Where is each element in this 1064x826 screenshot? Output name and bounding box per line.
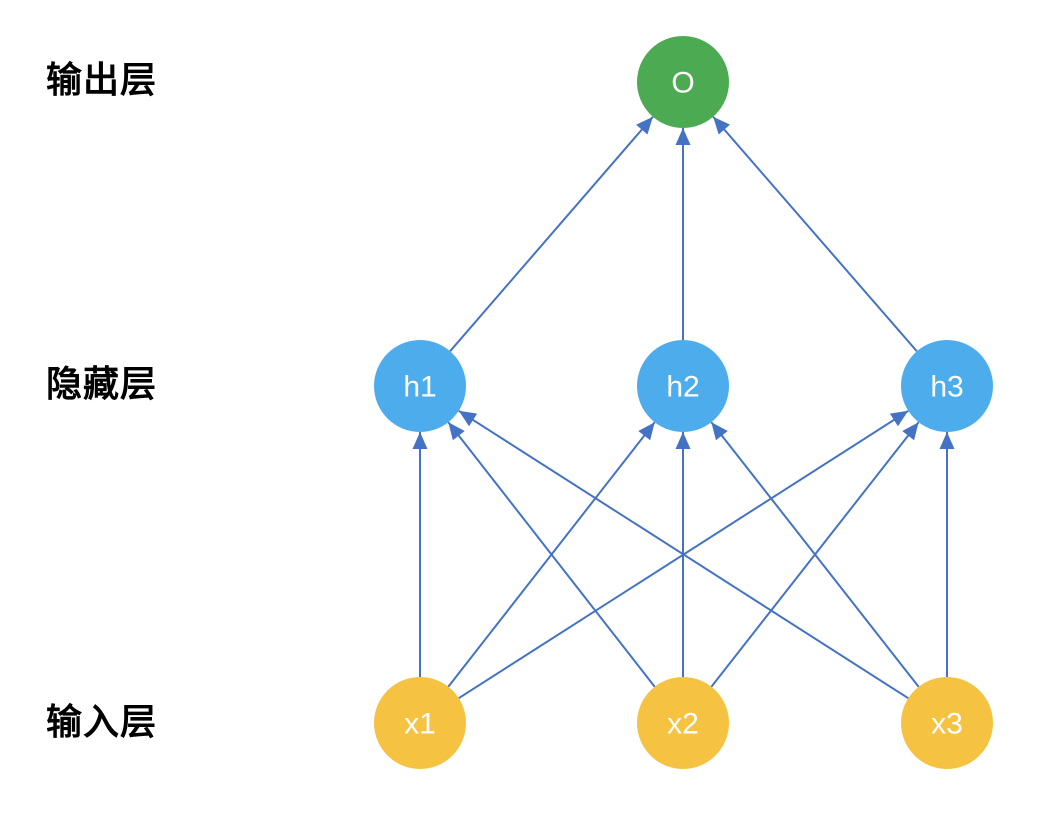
arrowhead-x2-to-h1 <box>448 422 465 441</box>
layer-label-hidden: 隐藏层 <box>46 363 158 404</box>
node-x1[interactable]: x1 <box>374 677 466 769</box>
layer-label-output: 输出层 <box>46 59 158 100</box>
node-label-h2: h2 <box>666 371 699 404</box>
node-circle-x3[interactable] <box>901 677 993 769</box>
arrowhead-h1-to-O <box>636 116 653 135</box>
node-label-x3: x3 <box>931 708 963 741</box>
node-circle-h2[interactable] <box>637 340 729 432</box>
arrowhead-x2-to-h2 <box>675 432 691 449</box>
node-label-x1: x1 <box>404 708 436 741</box>
node-x2[interactable]: x2 <box>637 677 729 769</box>
node-label-O: O <box>671 67 694 100</box>
arrowhead-x3-to-h1 <box>458 410 478 427</box>
node-circle-h3[interactable] <box>901 340 993 432</box>
node-h3[interactable]: h3 <box>901 340 993 432</box>
node-circle-O[interactable] <box>637 36 729 128</box>
edge-h3-to-O <box>712 116 918 352</box>
node-x3[interactable]: x3 <box>901 677 993 769</box>
node-h1[interactable]: h1 <box>374 340 466 432</box>
edge-h1-to-O <box>449 116 654 352</box>
node-circle-x1[interactable] <box>374 677 466 769</box>
edge-x3-to-h2 <box>710 421 920 688</box>
layer-label-input: 输入层 <box>46 701 158 742</box>
arrowhead-x1-to-h1 <box>412 432 428 449</box>
arrowhead-h3-to-O <box>713 116 730 135</box>
arrowhead-x2-to-h3 <box>902 422 919 441</box>
arrowhead-x1-to-h3 <box>889 410 909 427</box>
edge-x2-to-h1 <box>447 421 656 688</box>
node-O[interactable]: O <box>637 36 729 128</box>
node-label-x2: x2 <box>667 708 699 741</box>
arrowhead-x3-to-h2 <box>711 422 728 441</box>
node-label-h1: h1 <box>403 371 436 404</box>
node-circle-h1[interactable] <box>374 340 466 432</box>
node-circle-x2[interactable] <box>637 677 729 769</box>
node-h2[interactable]: h2 <box>637 340 729 432</box>
edge-group <box>412 116 955 700</box>
arrowhead-x1-to-h2 <box>638 422 655 441</box>
node-label-h3: h3 <box>930 371 963 404</box>
node-group: Oh1 h2 h3 x1 x2 x3 <box>374 36 993 769</box>
edge-x3-to-h1 <box>458 409 909 700</box>
arrowhead-h2-to-O <box>675 128 691 145</box>
arrowhead-x3-to-h3 <box>939 432 955 449</box>
